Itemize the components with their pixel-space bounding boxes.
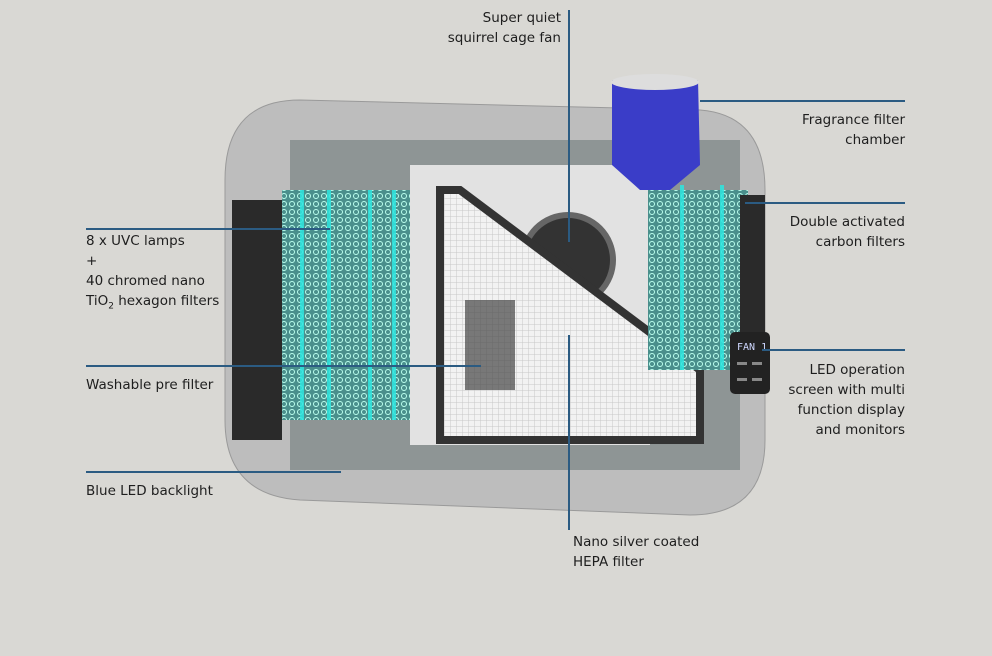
uvc-label-line: TiO2 hexagon filters xyxy=(86,291,219,317)
prefilter-label: Washable pre filter xyxy=(86,377,214,393)
uvc-leader-line xyxy=(86,228,330,230)
hepa-leader-line xyxy=(568,335,570,530)
carbon-label: Double activated carbon filters xyxy=(790,212,905,252)
fan-leader-line xyxy=(568,10,570,242)
subscript: 2 xyxy=(108,301,114,312)
fragrance-chamber xyxy=(612,80,700,190)
led-leader-line xyxy=(762,349,905,351)
led-display: FAN 1 xyxy=(737,342,767,353)
hepa-label-line: Nano silver coated xyxy=(573,534,700,550)
uvc-label-line: + xyxy=(86,253,98,269)
uvc-label-line: 40 chromed nano xyxy=(86,273,205,289)
pre-filter xyxy=(232,200,282,440)
fragrance-label-line: Fragrance filter xyxy=(802,112,905,128)
led-label-line: function display xyxy=(797,402,905,418)
uvc-label: 8 x UVC lamps + 40 chromed nano TiO2 hex… xyxy=(86,231,219,317)
fragrance-leader-line xyxy=(700,100,905,102)
hepa-label-line: HEPA filter xyxy=(573,554,644,570)
backlight-label: Blue LED backlight xyxy=(86,483,213,499)
prefilter-leader-line xyxy=(86,365,481,367)
uvc-label-line: 8 x UVC lamps xyxy=(86,233,185,249)
fragrance-label-line: chamber xyxy=(845,132,905,148)
carbon-label-line: Double activated xyxy=(789,214,905,230)
fan-label-line: squirrel cage fan xyxy=(447,30,561,46)
led-label: LED operation screen with multi function… xyxy=(788,360,905,440)
carbon-label-line: carbon filters xyxy=(815,234,905,250)
led-label-line: screen with multi xyxy=(788,382,905,398)
led-label-line: LED operation xyxy=(809,362,905,378)
fan-label-line: Super quiet xyxy=(482,10,561,26)
fragrance-label: Fragrance filter chamber xyxy=(802,110,905,150)
tio-text: TiO xyxy=(86,293,109,309)
carbon-leader-line xyxy=(745,202,905,204)
backlight-leader-line xyxy=(86,471,341,473)
fan-label: Super quiet squirrel cage fan xyxy=(448,8,561,48)
led-label-line: and monitors xyxy=(815,422,905,438)
hexagon-text: hexagon filters xyxy=(113,293,220,309)
hepa-label: Nano silver coated HEPA filter xyxy=(573,532,699,572)
